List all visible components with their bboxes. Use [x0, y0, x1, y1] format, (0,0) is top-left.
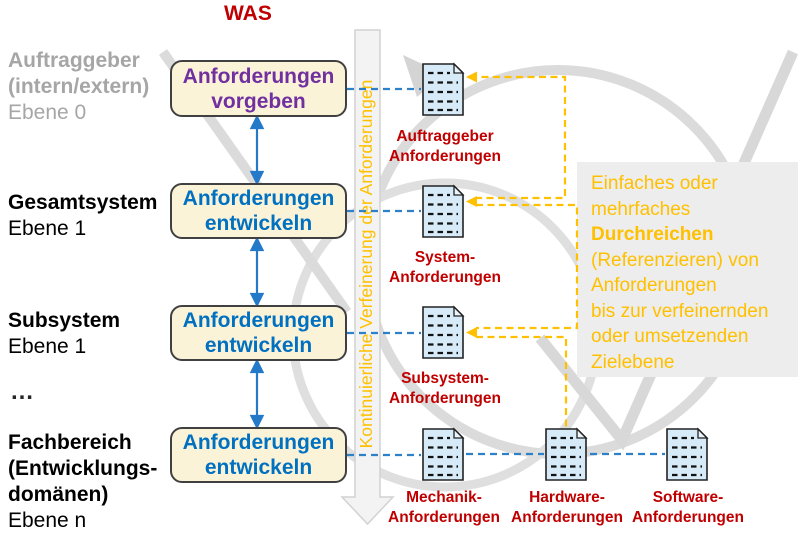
level-label-gesamtsystem: Gesamtsystem Ebene 1	[8, 190, 173, 242]
note-line: oder umsetzenden	[591, 326, 749, 347]
document-icon-system	[421, 184, 465, 239]
level-label-subsystem: Subsystem Ebene 1	[8, 308, 173, 360]
document-label-software: Software- Anforderungen	[632, 489, 744, 526]
blue-double-arrows	[249, 114, 265, 430]
level-name: Fachbereich (Entwicklungs- domänen)	[8, 431, 158, 506]
note-line-emphasis: Durchreichen	[591, 224, 714, 245]
document-icon-mechanik	[421, 427, 465, 482]
level-ebene: Ebene n	[8, 509, 87, 532]
background-arc-arrowhead-icon	[403, 55, 444, 97]
document-icon-hardware	[544, 427, 588, 482]
document-icon-subsystem	[421, 305, 465, 360]
orange-arrowheads	[466, 71, 477, 338]
process-box-entwickeln-2: Anforderungen entwickeln	[170, 305, 347, 361]
level-ebene: Ebene 0	[8, 101, 87, 124]
document-icon-software	[665, 427, 709, 482]
process-box-entwickeln-3: Anforderungen entwickeln	[170, 427, 347, 483]
process-box-entwickeln-1: Anforderungen entwickeln	[170, 183, 347, 239]
level-name: Subsystem	[8, 309, 121, 332]
level-ellipsis: …	[10, 378, 34, 405]
document-label-subsystem: Subsystem- Anforderungen	[389, 370, 501, 407]
note-line: (Referenzieren) von	[591, 249, 759, 271]
note-line: Anforderungen	[591, 275, 717, 296]
note-line: Zielebene	[591, 351, 675, 373]
page-title: WAS	[224, 2, 272, 25]
document-label-auftraggeber: Auftraggeber Anforderungen	[389, 128, 501, 165]
level-name: Gesamtsystem	[8, 191, 158, 214]
process-box-vorgeben: Anforderungen vorgeben	[170, 60, 347, 117]
document-label-mechanik: Mechanik- Anforderungen	[388, 489, 500, 526]
level-label-fachbereich: Fachbereich (Entwicklungs- domänen) Eben…	[8, 430, 173, 534]
level-name: Auftraggeber (intern/extern)	[8, 49, 150, 98]
note-box: Einfaches oder mehrfaches Durchreichen (…	[577, 162, 798, 377]
document-label-hardware: Hardware- Anforderungen	[511, 489, 623, 526]
level-ebene: Ebene 1	[8, 217, 87, 240]
level-label-auftraggeber: Auftraggeber (intern/extern) Ebene 0	[8, 48, 173, 126]
document-icon-auftraggeber	[421, 62, 465, 117]
note-line: mehrfaches	[591, 198, 691, 220]
level-ebene: Ebene 1	[8, 335, 87, 358]
document-label-system: System- Anforderungen	[389, 249, 501, 286]
note-line: bis zur verfeinernden	[591, 300, 769, 322]
note-line: Einfaches oder	[591, 173, 718, 194]
